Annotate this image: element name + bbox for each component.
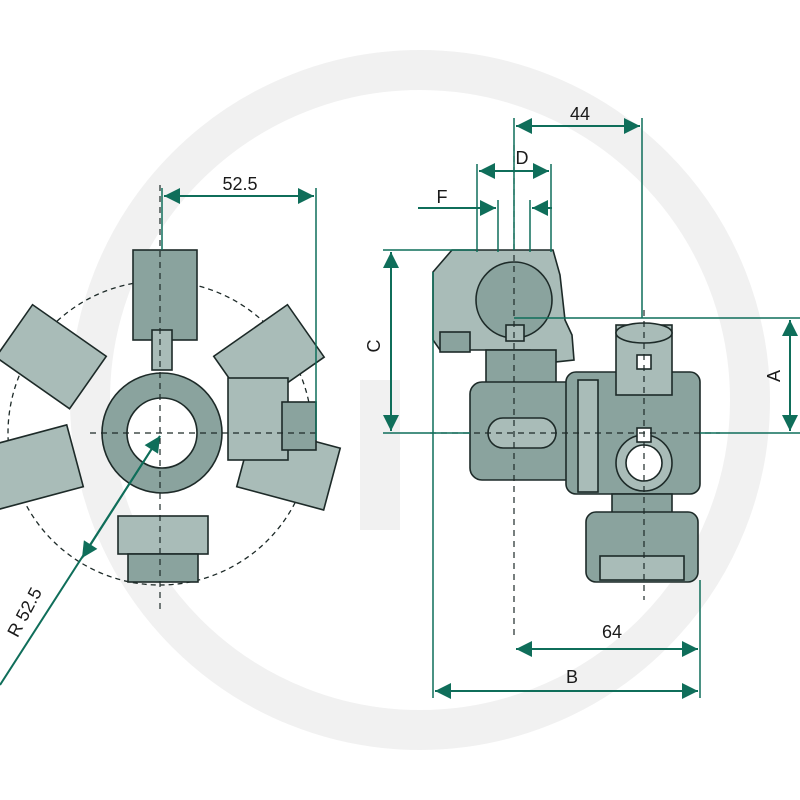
left-view-rotor xyxy=(0,185,342,612)
dimension-44 xyxy=(513,118,643,318)
dimension-c xyxy=(383,249,475,434)
dimension-a xyxy=(514,317,800,434)
dimension-b xyxy=(432,272,698,699)
background-watermark xyxy=(70,50,770,750)
dim-label-44: 44 xyxy=(570,104,590,124)
dim-label-64: 64 xyxy=(602,622,622,642)
dim-label-c: C xyxy=(364,340,384,353)
arm-upper-left xyxy=(0,303,108,410)
arm-top xyxy=(132,249,198,341)
bottom-outlet xyxy=(117,515,209,555)
dim-label-a: A xyxy=(764,370,784,382)
dimension-radius xyxy=(0,435,161,686)
dim-label-d: D xyxy=(516,148,529,168)
dim-label-52-5: 52.5 xyxy=(222,174,257,194)
dimension-52-5-width xyxy=(161,188,317,440)
right-view-side xyxy=(430,145,720,640)
side-connector xyxy=(227,377,289,461)
dim-label-f: F xyxy=(437,187,448,207)
arm-lower-left xyxy=(0,423,85,511)
dim-label-b: B xyxy=(566,667,578,687)
dimension-f xyxy=(418,200,552,252)
dimension-64 xyxy=(516,580,701,698)
dim-label-radius: R 52.5 xyxy=(3,584,46,640)
